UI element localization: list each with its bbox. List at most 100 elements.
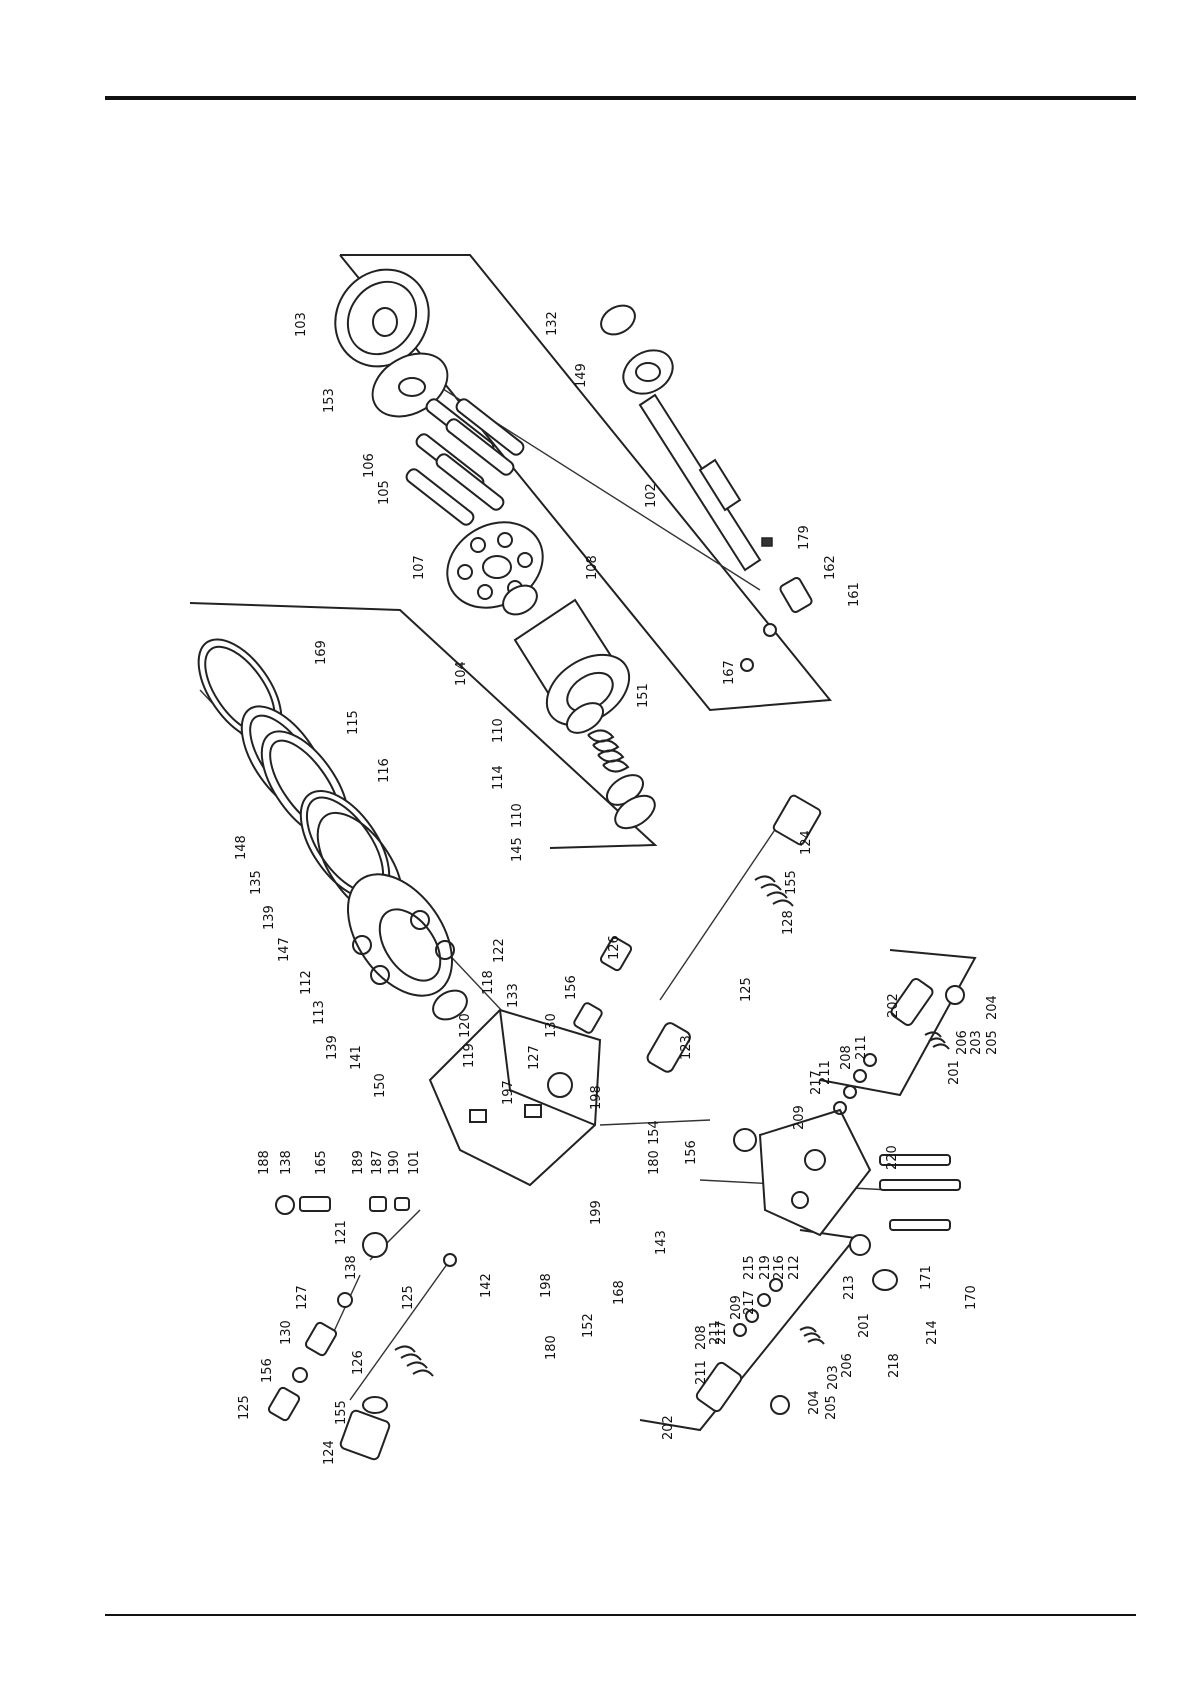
callout-126-top: 126 — [607, 935, 622, 960]
callout-102: 102 — [644, 483, 659, 508]
callout-123: 123 — [679, 1035, 694, 1060]
callout-198-upper: 198 — [589, 1085, 604, 1110]
callout-204-lower: 204 — [807, 1390, 822, 1415]
callout-211-upper-a: 211 — [854, 1035, 869, 1060]
relief-group-box — [639, 1229, 857, 1432]
callout-110-upper: 110 — [491, 718, 506, 743]
callout-218: 218 — [887, 1353, 902, 1378]
callout-124-top: 124 — [799, 830, 814, 855]
footer-rule — [105, 1614, 1136, 1616]
callout-155-top: 155 — [784, 870, 799, 895]
callout-156-left: 156 — [260, 1358, 275, 1383]
callout-189: 189 — [351, 1150, 366, 1175]
callout-205-lower: 205 — [824, 1395, 839, 1420]
callout-217-upper: 217 — [809, 1070, 824, 1095]
callout-213: 213 — [842, 1275, 857, 1300]
part-153-thrust-plate — [371, 352, 449, 418]
callout-115: 115 — [346, 710, 361, 735]
callout-206-upper: 206 — [955, 1030, 970, 1055]
callout-138-lower: 138 — [344, 1255, 359, 1280]
part-202-valve-spool-upper — [890, 978, 965, 1050]
part-170-171-bolts — [879, 1154, 961, 1231]
part-103-end-cover — [334, 268, 430, 368]
callout-148: 148 — [234, 835, 249, 860]
callout-141: 141 — [349, 1045, 364, 1070]
callout-220: 220 — [885, 1145, 900, 1170]
callout-204-upper: 204 — [985, 995, 1000, 1020]
callout-162: 162 — [823, 555, 838, 580]
part-101-valve-casing — [428, 1008, 602, 1187]
part-150-bearing — [432, 989, 468, 1021]
callout-118: 118 — [481, 970, 496, 995]
callout-151: 151 — [636, 683, 651, 708]
part-125-126-155-124-lower-set — [339, 1253, 457, 1461]
part-167-ball — [740, 623, 777, 672]
callout-190: 190 — [387, 1150, 402, 1175]
part-188-165-189-187-relief-set — [275, 1195, 410, 1215]
callout-125-left: 125 — [237, 1395, 252, 1420]
callout-208-lower: 208 — [694, 1325, 709, 1350]
callout-168: 168 — [612, 1280, 627, 1305]
callout-133: 133 — [506, 983, 521, 1008]
callout-106: 106 — [362, 453, 377, 478]
callout-211-lower-a: 211 — [694, 1360, 709, 1385]
callout-212: 212 — [787, 1255, 802, 1280]
callout-180-upper: 180 — [647, 1150, 662, 1175]
callout-167: 167 — [722, 660, 737, 685]
callout-217-lower-b: 217 — [714, 1320, 729, 1345]
callout-120: 120 — [458, 1013, 473, 1038]
callout-211-lower-b: 211 — [708, 1320, 723, 1345]
callout-201-lower: 201 — [857, 1313, 872, 1338]
callout-125-lower: 125 — [401, 1285, 416, 1310]
callout-203-upper: 203 — [969, 1030, 984, 1055]
part-179-pin — [761, 537, 773, 547]
callout-122: 122 — [492, 938, 507, 963]
callout-127-left: 127 — [295, 1285, 310, 1310]
callout-206-lower: 206 — [840, 1353, 855, 1378]
callout-139-upper: 139 — [262, 905, 277, 930]
callout-labels: 103 153 106 105 107 108 132 149 102 179 … — [234, 311, 1000, 1465]
callout-119: 119 — [462, 1043, 477, 1068]
callout-126-lower: 126 — [351, 1350, 366, 1375]
callout-130-top: 130 — [544, 1013, 559, 1038]
callout-150: 150 — [373, 1073, 388, 1098]
part-126-plug — [599, 936, 633, 972]
part-127-130-156-125-left-set — [267, 1292, 353, 1422]
callout-142: 142 — [479, 1273, 494, 1298]
part-128-spring — [754, 875, 794, 907]
part-104-cylinder-block — [513, 598, 631, 727]
part-202-valve-spool-lower — [695, 1326, 825, 1415]
callout-170: 170 — [964, 1285, 979, 1310]
callout-125-top: 125 — [739, 977, 754, 1002]
callout-143: 143 — [654, 1230, 669, 1255]
callout-108: 108 — [585, 555, 600, 580]
callout-147: 147 — [277, 937, 292, 962]
callout-124-lower: 124 — [322, 1440, 337, 1465]
part-124-plug — [772, 794, 822, 846]
callout-156-top: 156 — [564, 975, 579, 1000]
callout-187: 187 — [370, 1150, 385, 1175]
part-123-spool — [646, 1022, 691, 1073]
part-130-spring — [573, 1002, 603, 1034]
callout-215: 215 — [742, 1255, 757, 1280]
callout-208-upper: 208 — [839, 1045, 854, 1070]
callout-199: 199 — [589, 1200, 604, 1225]
part-102-drive-shaft — [638, 393, 762, 572]
callout-113: 113 — [312, 1000, 327, 1025]
callout-114: 114 — [491, 765, 506, 790]
callout-165: 165 — [314, 1150, 329, 1175]
callout-135: 135 — [249, 870, 264, 895]
callout-149: 149 — [574, 363, 589, 388]
callout-145: 145 — [510, 837, 525, 862]
part-oring-stack — [733, 1053, 877, 1337]
callout-197: 197 — [501, 1080, 516, 1105]
callout-202-upper: 202 — [886, 993, 901, 1018]
callout-203-lower: 203 — [826, 1365, 841, 1390]
part-161-162-plug — [779, 576, 813, 614]
part-121-plug — [362, 1232, 388, 1258]
callout-152: 152 — [581, 1313, 596, 1338]
callout-104: 104 — [454, 661, 469, 686]
callout-161: 161 — [847, 582, 862, 607]
part-149-bearing — [622, 349, 674, 395]
